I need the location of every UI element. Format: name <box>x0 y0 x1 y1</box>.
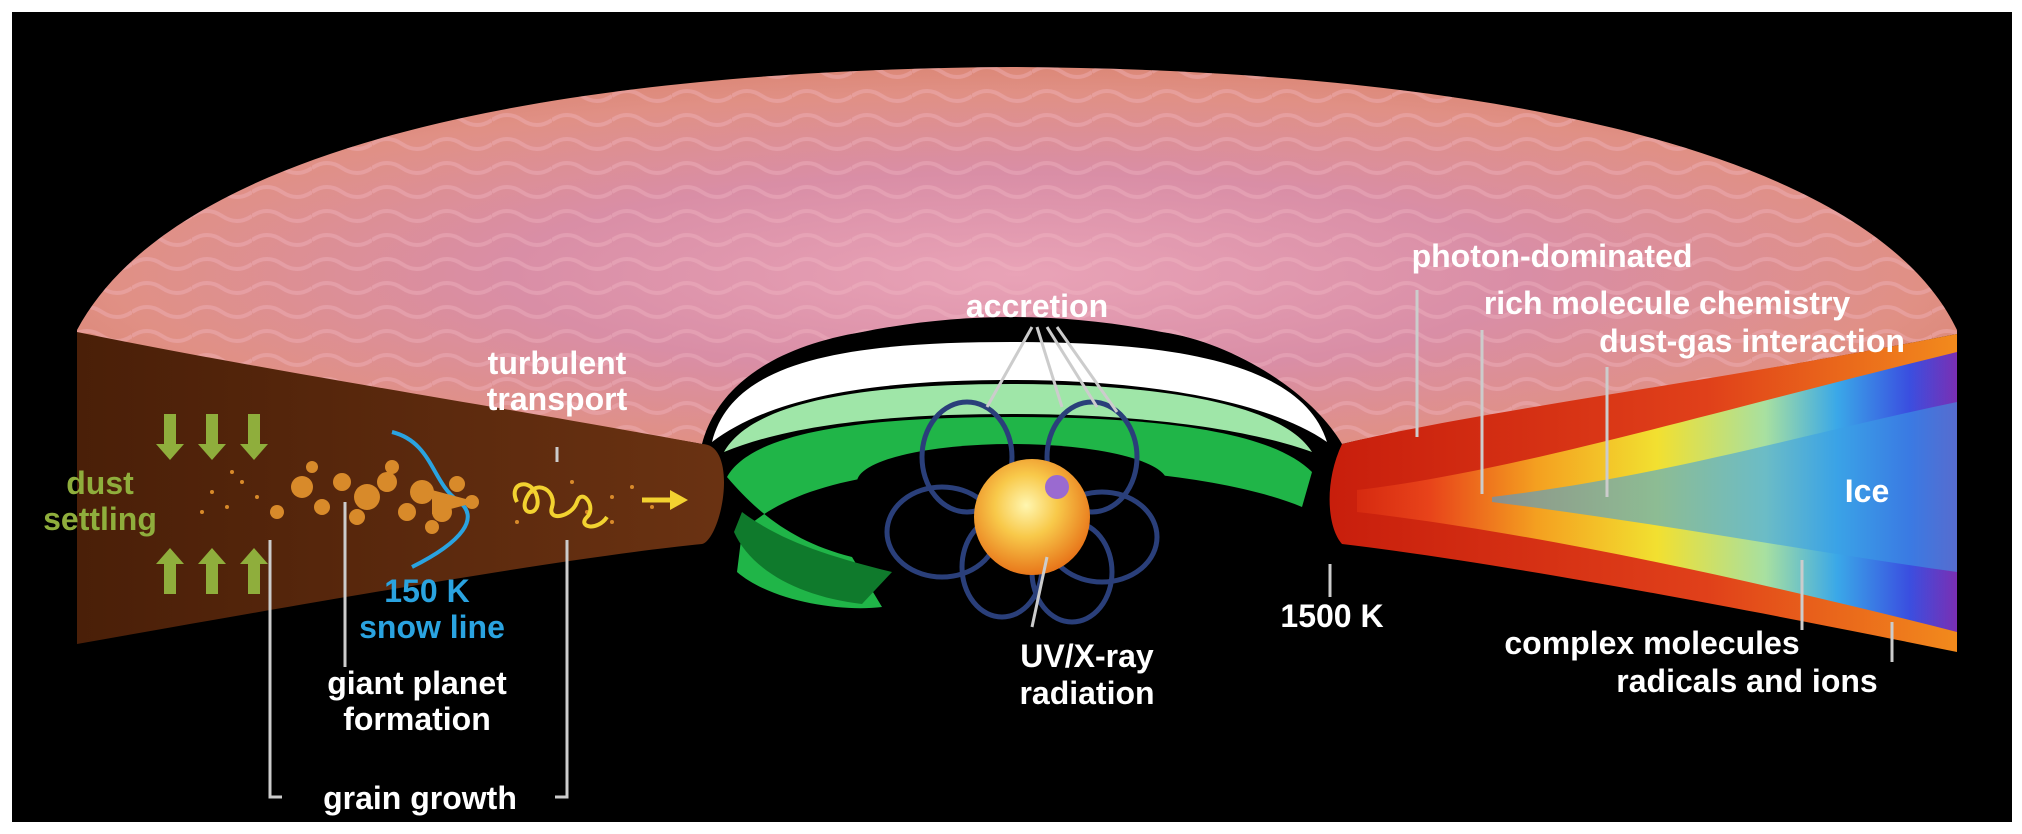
right-disk-blue-band <box>1492 402 1957 572</box>
inner-ring-green <box>727 417 1312 609</box>
label-giant-planet: giant planet <box>327 665 507 701</box>
protoplanetary-disk-diagram: dust settling turbulent transport 150 K … <box>12 12 2012 822</box>
left-disk-wedge <box>77 332 724 644</box>
hotspot <box>1045 475 1069 499</box>
label-dust-settling-1: dust <box>66 465 134 501</box>
label-accretion: accretion <box>966 288 1108 324</box>
label-complex-molecules: complex molecules <box>1504 625 1799 661</box>
label-transport: transport <box>487 381 628 417</box>
dust-particles <box>200 460 654 534</box>
diagram-canvas: dust settling turbulent transport 150 K … <box>43 67 1957 816</box>
inner-ring-dark-green <box>734 512 892 604</box>
label-dust-gas: dust-gas interaction <box>1599 323 1905 359</box>
grain-growth-arrow <box>432 490 477 514</box>
label-formation: formation <box>343 701 491 737</box>
label-radiation: radiation <box>1019 675 1154 711</box>
label-ice: Ice <box>1845 473 1889 509</box>
leader-lines <box>268 290 1894 799</box>
label-radicals-ions: radicals and ions <box>1616 663 1877 699</box>
label-1500k: 1500 K <box>1280 598 1383 634</box>
star-icon <box>974 459 1090 575</box>
down-arrow-icon <box>156 414 268 460</box>
label-rich-molecule: rich molecule chemistry <box>1484 285 1851 321</box>
label-uv-xray: UV/X-ray <box>1020 638 1154 674</box>
label-dust-settling-2: settling <box>43 501 157 537</box>
right-arrow-icon <box>642 490 688 510</box>
label-grain-growth: grain growth <box>323 780 517 816</box>
inner-rim-white <box>712 342 1327 442</box>
turbulent-squiggle <box>512 482 609 529</box>
label-photon-dominated: photon-dominated <box>1412 238 1693 274</box>
label-snow-line-temp: 150 K <box>384 573 469 609</box>
up-arrow-icon <box>156 548 268 594</box>
inner-ring-lightgreen <box>724 384 1312 452</box>
disk-surface-texture <box>77 67 1957 444</box>
label-snow-line: snow line <box>359 609 505 645</box>
label-turbulent: turbulent <box>488 345 627 381</box>
